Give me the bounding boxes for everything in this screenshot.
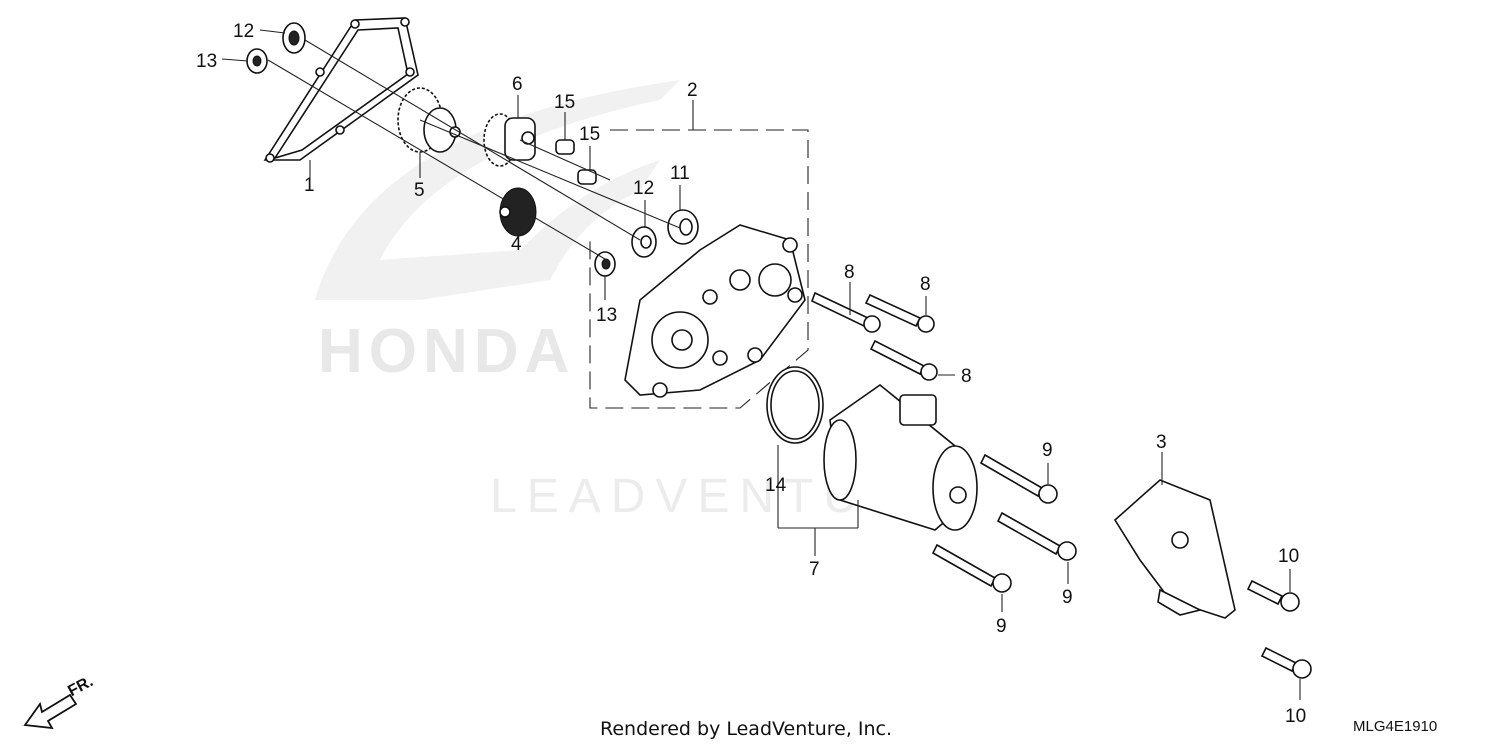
callout-9c: 9 — [996, 616, 1007, 637]
callout-9a: 9 — [1042, 440, 1053, 461]
render-credit: Rendered by LeadVenture, Inc. — [600, 718, 893, 740]
gasket-part[interactable] — [263, 17, 419, 163]
bolt-9b[interactable] — [996, 511, 1077, 561]
callout-14: 14 — [765, 475, 787, 496]
callout-9b: 9 — [1062, 587, 1073, 608]
callout-13b: 13 — [596, 305, 617, 326]
callout-4: 4 — [511, 234, 522, 255]
cover-part[interactable] — [1113, 479, 1236, 619]
bolt-9c[interactable] — [931, 543, 1012, 593]
bearing-12[interactable] — [631, 226, 657, 258]
callout-labels: 1 2 3 4 5 6 7 8 8 8 9 9 9 10 10 11 12 12… — [196, 21, 1306, 727]
callout-8c: 8 — [961, 366, 972, 387]
washer-12-top[interactable] — [282, 22, 306, 54]
motor-part[interactable] — [823, 383, 978, 531]
callout-12b: 12 — [633, 178, 654, 199]
leader-lines — [221, 29, 1301, 700]
callout-2: 2 — [687, 80, 698, 101]
callout-10a: 10 — [1278, 546, 1299, 567]
callout-12a: 12 — [233, 21, 254, 42]
bolt-10b[interactable] — [1260, 646, 1312, 679]
diagram-code: MLG4E1910 — [1353, 718, 1438, 735]
callout-7: 7 — [809, 559, 820, 580]
callout-6: 6 — [512, 74, 523, 95]
callout-15a: 15 — [554, 92, 575, 113]
honda-text-watermark: HONDA — [318, 317, 575, 386]
callout-10b: 10 — [1285, 706, 1306, 727]
bolt-8a[interactable] — [810, 291, 881, 333]
bolt-8b[interactable] — [864, 293, 935, 333]
bolt-10a[interactable] — [1246, 579, 1300, 612]
callout-15b: 15 — [579, 124, 600, 145]
bearing-11[interactable] — [667, 209, 699, 245]
bolt-8c[interactable] — [869, 339, 938, 381]
housing-part[interactable] — [624, 224, 806, 398]
washer-13-top[interactable] — [246, 48, 268, 74]
callout-8b: 8 — [920, 274, 931, 295]
callout-1: 1 — [304, 175, 315, 196]
washer-13[interactable] — [594, 251, 616, 277]
dowel-pin-15a[interactable] — [555, 139, 575, 155]
front-direction-arrow-icon — [23, 693, 78, 730]
callout-3: 3 — [1156, 432, 1167, 453]
honda-wing-watermark — [315, 80, 680, 300]
callout-11: 11 — [670, 163, 690, 184]
callout-13a: 13 — [196, 51, 217, 72]
callout-5: 5 — [414, 180, 425, 201]
gear-6-part[interactable] — [483, 113, 536, 167]
callout-8a: 8 — [844, 262, 855, 283]
bolt-9a[interactable] — [979, 453, 1058, 504]
o-ring-part[interactable] — [766, 366, 824, 444]
gear-4-part[interactable] — [499, 187, 537, 237]
